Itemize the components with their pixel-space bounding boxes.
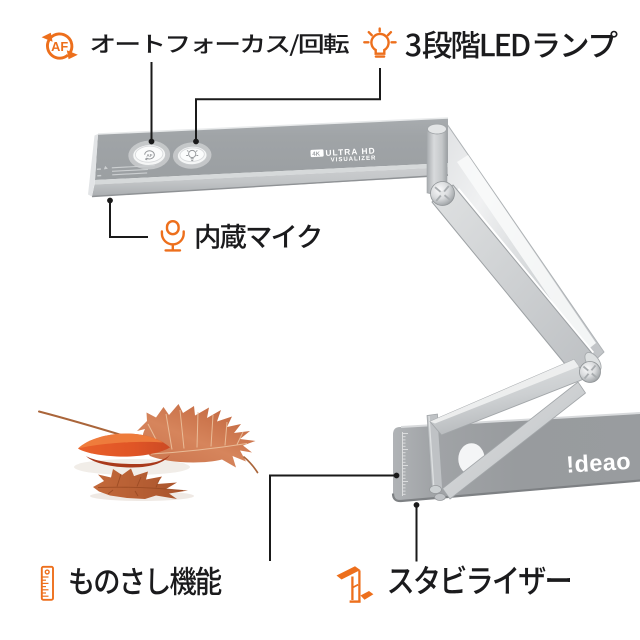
svg-text:ULTRA HD: ULTRA HD <box>325 145 376 157</box>
svg-text:AF: AF <box>51 39 68 54</box>
svg-text:!deao: !deao <box>566 448 632 478</box>
svg-text:4K: 4K <box>312 151 321 157</box>
svg-text:VISUALIZER: VISUALIZER <box>331 155 377 163</box>
svg-text:AF: AF <box>146 153 152 158</box>
